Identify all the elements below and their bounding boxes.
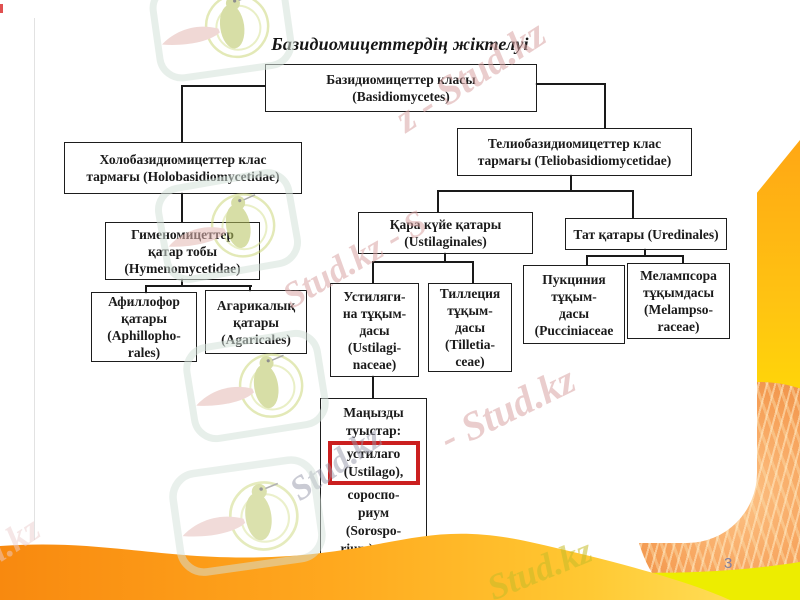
ustilago-highlight-frame: устилаго (Ustilago), (327, 441, 420, 485)
text-line: дасы (359, 322, 390, 338)
connector-line (182, 85, 265, 87)
text-line: тұқым- (447, 303, 493, 318)
page-title: Базидиомицеттердің жіктелуі (271, 34, 529, 54)
text-line: (Tilletia- (445, 337, 495, 352)
connector-line (181, 85, 183, 142)
text-line: тұқым- (551, 288, 597, 304)
connector-line (535, 83, 605, 85)
genera-lines-top: Маңызды туыстар: (343, 404, 403, 440)
text-line: Агарикалық (216, 297, 296, 313)
left-red-mark (0, 4, 3, 13)
text-line: Пукциния (542, 271, 606, 287)
text-line: Афиллофор (108, 294, 180, 309)
node-melampsoraceae: Мелампсора тұқымдасы (Melampso-raceae) (627, 263, 730, 339)
text-line: қатар тобы (147, 243, 218, 259)
text-line: ceae) (455, 354, 485, 369)
text-line: на тұқым- (342, 305, 407, 321)
connector-line (586, 255, 588, 265)
text-line: (Agaricales) (221, 331, 291, 347)
connector-line (145, 285, 147, 294)
node-tilletiaceae: Тиллеция тұқым-дасы (Tilletia-ceae) (428, 283, 512, 372)
text-line: (Melampso- (644, 302, 713, 317)
text-line: дасы (558, 305, 590, 321)
text-line: Телиобазидиомицеттер клас (487, 136, 662, 151)
text-line: Тат қатары (Uredinales) (573, 226, 719, 242)
connector-line (372, 261, 474, 263)
connector-line (181, 192, 183, 222)
text-line: Маңызды (343, 405, 404, 420)
connector-line (437, 190, 439, 212)
node-basidiomycetes-class: Базидиомицеттер класы (Basidiomycetes) (265, 64, 537, 112)
text-line: (Aphillopho- (107, 328, 181, 343)
text-line: Тиллеция (439, 286, 501, 301)
text-line: риум (357, 505, 390, 520)
text-line: Устиляги- (343, 288, 406, 304)
text-line: (Sorospo- (345, 523, 402, 538)
connector-line (682, 255, 684, 263)
text-line: Холобазидиомицеттер клас (99, 152, 267, 167)
bottom-wave-decoration (0, 533, 800, 600)
node-ustilaginaceae: Устиляги-на тұқым-дасы(Ustilagi-naceae) (330, 283, 419, 377)
connector-line (444, 252, 446, 262)
connector-line (437, 190, 634, 192)
connector-line (604, 83, 606, 128)
text-line: устилаго (346, 446, 401, 461)
text-line: Базидиомицеттер класы (326, 72, 476, 87)
text-line: тармағы (Holobasidiomycetidae) (86, 169, 280, 184)
text-line: (Pucciniaceae (534, 322, 614, 338)
connector-line (472, 261, 474, 283)
connector-line (145, 285, 252, 287)
connector-line (632, 190, 634, 218)
text-line: Қара күйе қатары (389, 217, 502, 232)
connector-line (249, 285, 251, 292)
text-line: тармағы (Teliobasidiomycetidae) (477, 153, 672, 168)
text-line: naceae) (352, 356, 397, 372)
text-line: қатары (233, 314, 279, 330)
left-edge-line (34, 18, 35, 540)
text-line: (Ustilago), (343, 464, 404, 479)
connector-line (372, 375, 374, 398)
node-uredinales: Тат қатары (Uredinales) (565, 218, 727, 250)
connector-line (570, 174, 572, 191)
node-aphillophorales: Афиллофор қатары (Aphillopho-rales) (91, 292, 197, 362)
text-line: rales) (127, 345, 161, 360)
text-line: (Hymenomycetidae) (124, 260, 241, 276)
text-line: Гименомицеттер (131, 226, 234, 242)
text-line: туыстар: (345, 423, 402, 438)
connector-line (644, 248, 646, 256)
connector-line (372, 261, 374, 283)
node-teliobasidiomycetidae: Телиобазидиомицеттер клас тармағы (Teliob… (457, 128, 692, 176)
node-ustilaginales: Қара күйе қатары (Ustilaginales) (358, 212, 533, 254)
connector-line (586, 255, 684, 257)
node-holobasidiomycetidae: Холобазидиомицеттер клас тармағы (Holobas… (64, 142, 302, 194)
page-number: 3 (724, 555, 733, 572)
text-line: тұқымдасы (642, 285, 714, 300)
text-line: сороспо- (347, 487, 400, 502)
text-line: (Ustilagi- (347, 339, 402, 355)
text-line: Мелампсора (640, 268, 717, 283)
text-line: қатары (121, 311, 167, 326)
text-line: дасы (454, 320, 486, 335)
text-line: raceae) (657, 319, 700, 334)
text-line: (Basidiomycetes) (352, 89, 450, 104)
text-line: (Ustilaginales) (404, 234, 487, 249)
